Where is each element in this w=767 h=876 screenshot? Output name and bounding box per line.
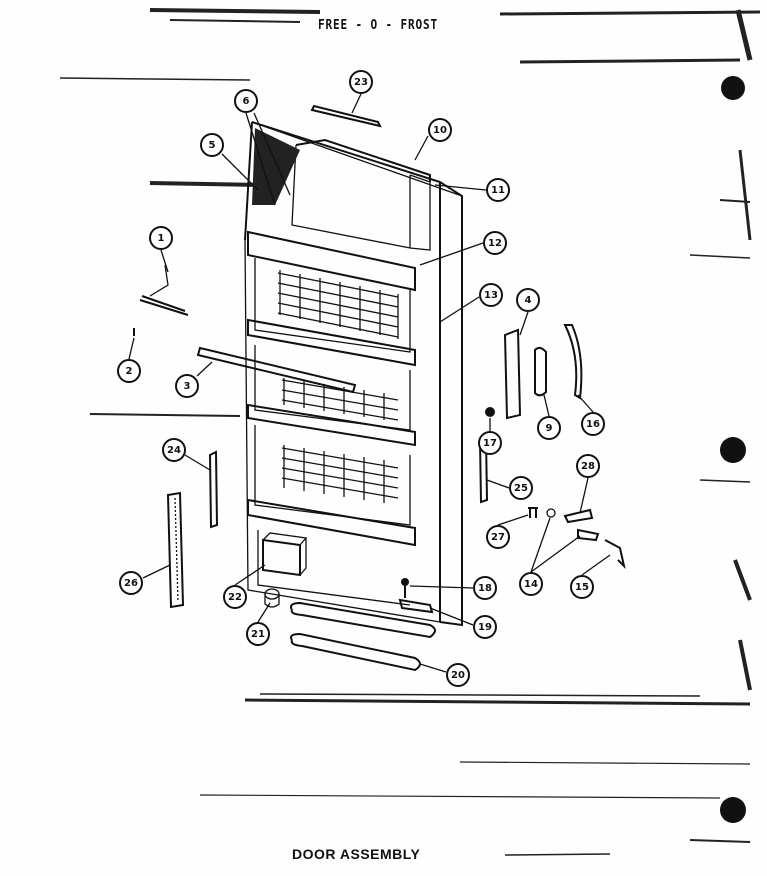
callout-number: 3 (184, 381, 191, 392)
callout-circle (175, 374, 199, 398)
callout-5: 5 (200, 133, 224, 157)
callout-number: 20 (451, 670, 465, 681)
callout-circle (349, 70, 373, 94)
callout-21: 21 (246, 622, 270, 646)
callout-24: 24 (162, 438, 186, 462)
callout-number: 18 (478, 583, 492, 594)
callout-number: 6 (243, 96, 250, 107)
callout-16: 16 (581, 412, 605, 436)
callout-circle (509, 476, 533, 500)
callout-18: 18 (473, 576, 497, 600)
callout-number: 28 (581, 461, 595, 472)
scan-noise (59, 8, 761, 856)
callout-circle (119, 571, 143, 595)
callout-circle (200, 133, 224, 157)
callout-number: 4 (525, 295, 532, 306)
callout-number: 9 (546, 423, 553, 434)
leader-lines (128, 93, 611, 673)
callout-circle (581, 412, 605, 436)
door-shelves (247, 230, 416, 606)
callout-circle (117, 359, 141, 383)
callout-number: 22 (228, 592, 242, 603)
callout-number: 24 (167, 445, 181, 456)
callout-number: 26 (124, 578, 138, 589)
callout-number: 11 (491, 185, 505, 196)
callout-number: 16 (586, 419, 600, 430)
scan-dots (720, 76, 746, 823)
callout-circle (478, 431, 502, 455)
callout-circle (149, 226, 173, 250)
callout-14: 14 (519, 572, 543, 596)
callout-15: 15 (570, 575, 594, 599)
callout-circle (234, 89, 258, 113)
callout-13: 13 (479, 283, 503, 307)
callout-number: 2 (126, 366, 133, 377)
callout-number: 13 (484, 290, 498, 301)
callout-2: 2 (117, 359, 141, 383)
callout-number: 15 (575, 582, 589, 593)
callout-25: 25 (509, 476, 533, 500)
callout-27: 27 (486, 525, 510, 549)
callout-20: 20 (446, 663, 470, 687)
callout-circle (479, 283, 503, 307)
callout-12: 12 (483, 231, 507, 255)
callout-22: 22 (223, 585, 247, 609)
callout-circle (223, 585, 247, 609)
callout-number: 25 (514, 483, 528, 494)
callout-circle (473, 615, 497, 639)
callout-circle (486, 525, 510, 549)
callout-28: 28 (576, 454, 600, 478)
callout-9: 9 (537, 416, 561, 440)
diagram-title: FREE - O - FROST (318, 18, 439, 33)
callout-circle (473, 576, 497, 600)
callout-number: 12 (488, 238, 502, 249)
callout-number: 19 (478, 622, 492, 633)
callout-10: 10 (428, 118, 452, 142)
callout-circle (537, 416, 561, 440)
callout-number: 1 (158, 233, 165, 244)
callout-17: 17 (478, 431, 502, 455)
callout-number: 17 (483, 438, 497, 449)
callout-circle (246, 622, 270, 646)
callout-number: 27 (491, 532, 505, 543)
callout-11: 11 (486, 178, 510, 202)
callout-circle (516, 288, 540, 312)
callout-number: 23 (354, 77, 368, 88)
callout-circle (570, 575, 594, 599)
callout-circle (446, 663, 470, 687)
callout-23: 23 (349, 70, 373, 94)
callout-circle (483, 231, 507, 255)
callout-circle (486, 178, 510, 202)
callout-number: 10 (433, 125, 447, 136)
callout-circle (576, 454, 600, 478)
callout-number: 5 (209, 140, 216, 151)
callout-6: 6 (234, 89, 258, 113)
callout-circle (162, 438, 186, 462)
callout-19: 19 (473, 615, 497, 639)
callout-circle (519, 572, 543, 596)
callout-4: 4 (516, 288, 540, 312)
loose-parts (133, 104, 626, 672)
callout-1: 1 (149, 226, 173, 250)
callout-circle (428, 118, 452, 142)
door-panel (244, 121, 463, 627)
callout-3: 3 (175, 374, 199, 398)
callout-number: 21 (251, 629, 265, 640)
callout-number: 14 (524, 579, 538, 590)
diagram-caption: DOOR ASSEMBLY (292, 846, 421, 862)
callout-26: 26 (119, 571, 143, 595)
